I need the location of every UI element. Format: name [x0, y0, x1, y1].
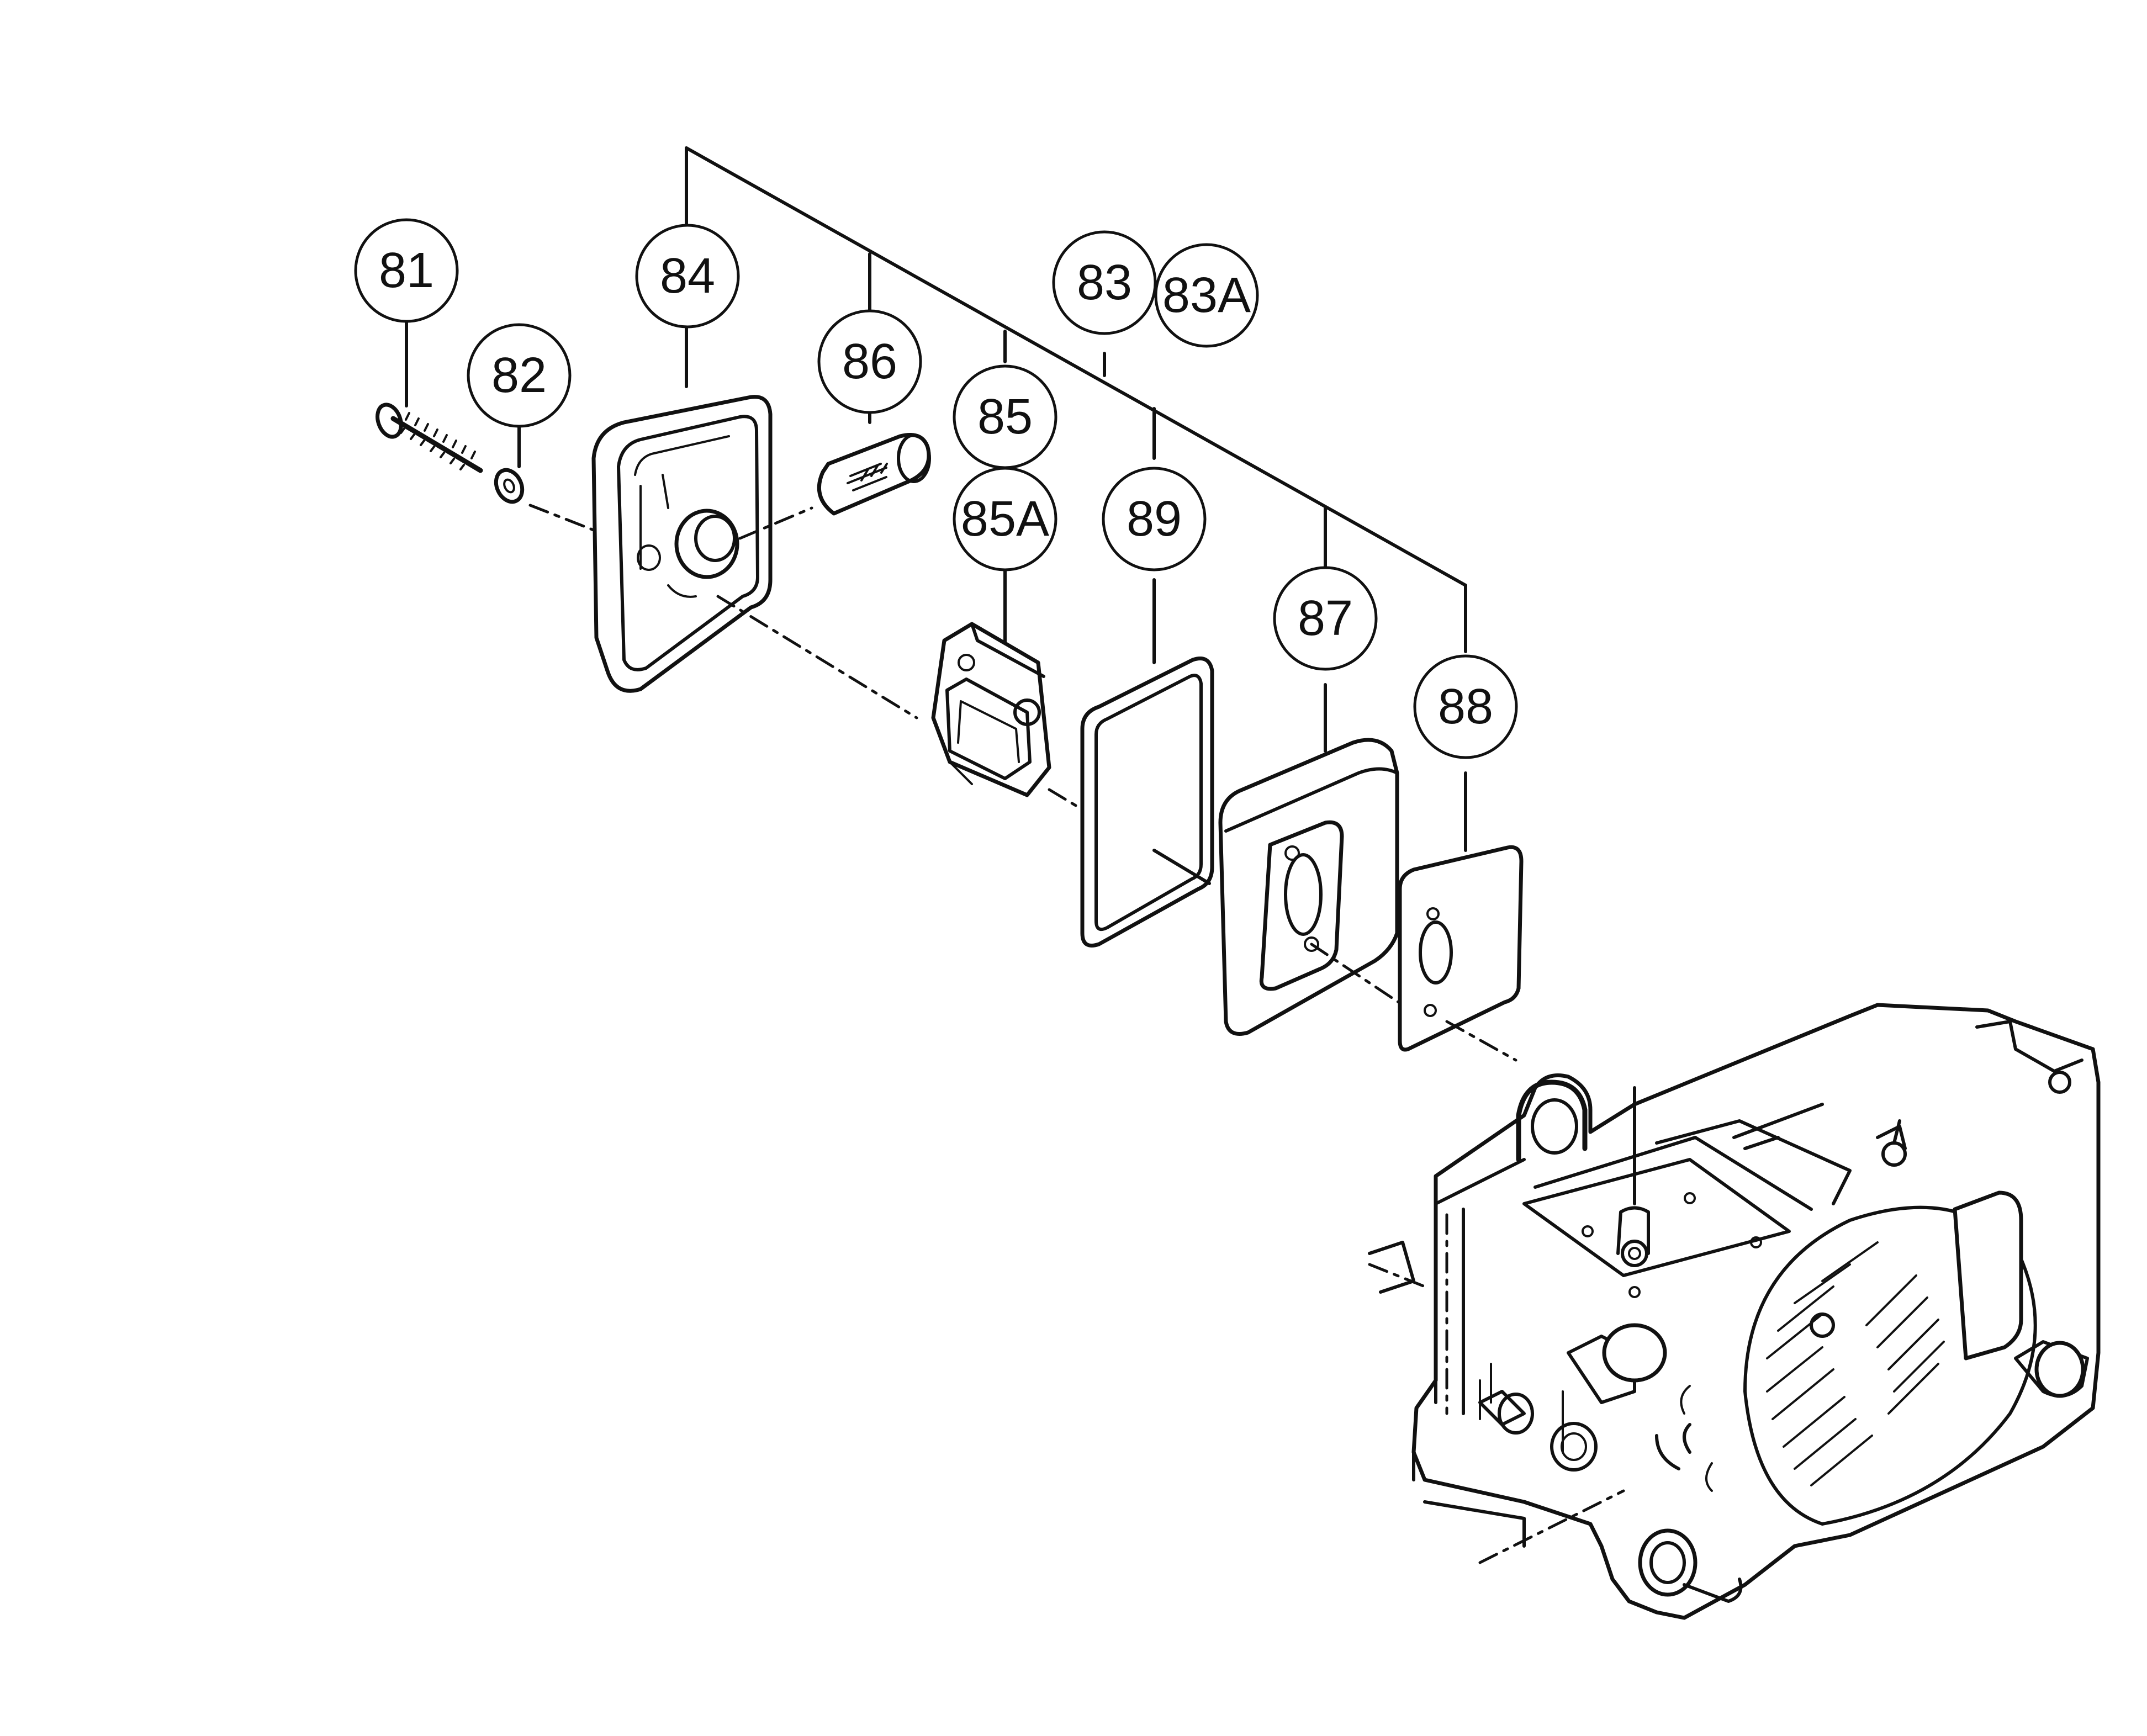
- callout-83: 83: [1052, 230, 1157, 335]
- callout-81: 81: [354, 218, 459, 323]
- callout-83A-label: 83A: [1162, 268, 1251, 323]
- callout-85A-label: 85A: [961, 491, 1049, 547]
- callout-82-label: 82: [491, 348, 547, 403]
- callout-86: 86: [817, 309, 922, 414]
- part-82-washer: [494, 425, 595, 532]
- callout-89: 89: [1102, 467, 1207, 571]
- callout-86-label: 86: [842, 334, 897, 389]
- engine-crankcase: [1368, 1003, 2101, 1620]
- callout-85A: 85A: [953, 467, 1057, 571]
- callout-88-label: 88: [1438, 679, 1493, 734]
- part-85-baffle: [931, 567, 1078, 808]
- callout-87: 87: [1273, 566, 1378, 671]
- callout-89-label: 89: [1127, 491, 1182, 547]
- callout-84-label: 84: [660, 248, 715, 304]
- callout-81-label: 81: [379, 243, 434, 298]
- callout-85: 85: [953, 364, 1057, 469]
- part-81-bolt: [376, 297, 483, 473]
- part-89-gasket: [1080, 578, 1214, 948]
- callout-84: 84: [635, 224, 740, 329]
- callout-87-label: 87: [1298, 591, 1353, 646]
- callout-85-label: 85: [977, 389, 1033, 444]
- part-88-exhaust-gasket: [1398, 771, 1524, 1062]
- callout-83A: 83A: [1154, 243, 1259, 348]
- part-87-muffler-body: [1218, 683, 1404, 1036]
- callout-82: 82: [467, 323, 572, 428]
- part-84-muffler-cover: [591, 395, 918, 719]
- part-86-spark-screen: [817, 385, 931, 516]
- callout-83-label: 83: [1077, 255, 1132, 310]
- callout-88: 88: [1413, 654, 1518, 759]
